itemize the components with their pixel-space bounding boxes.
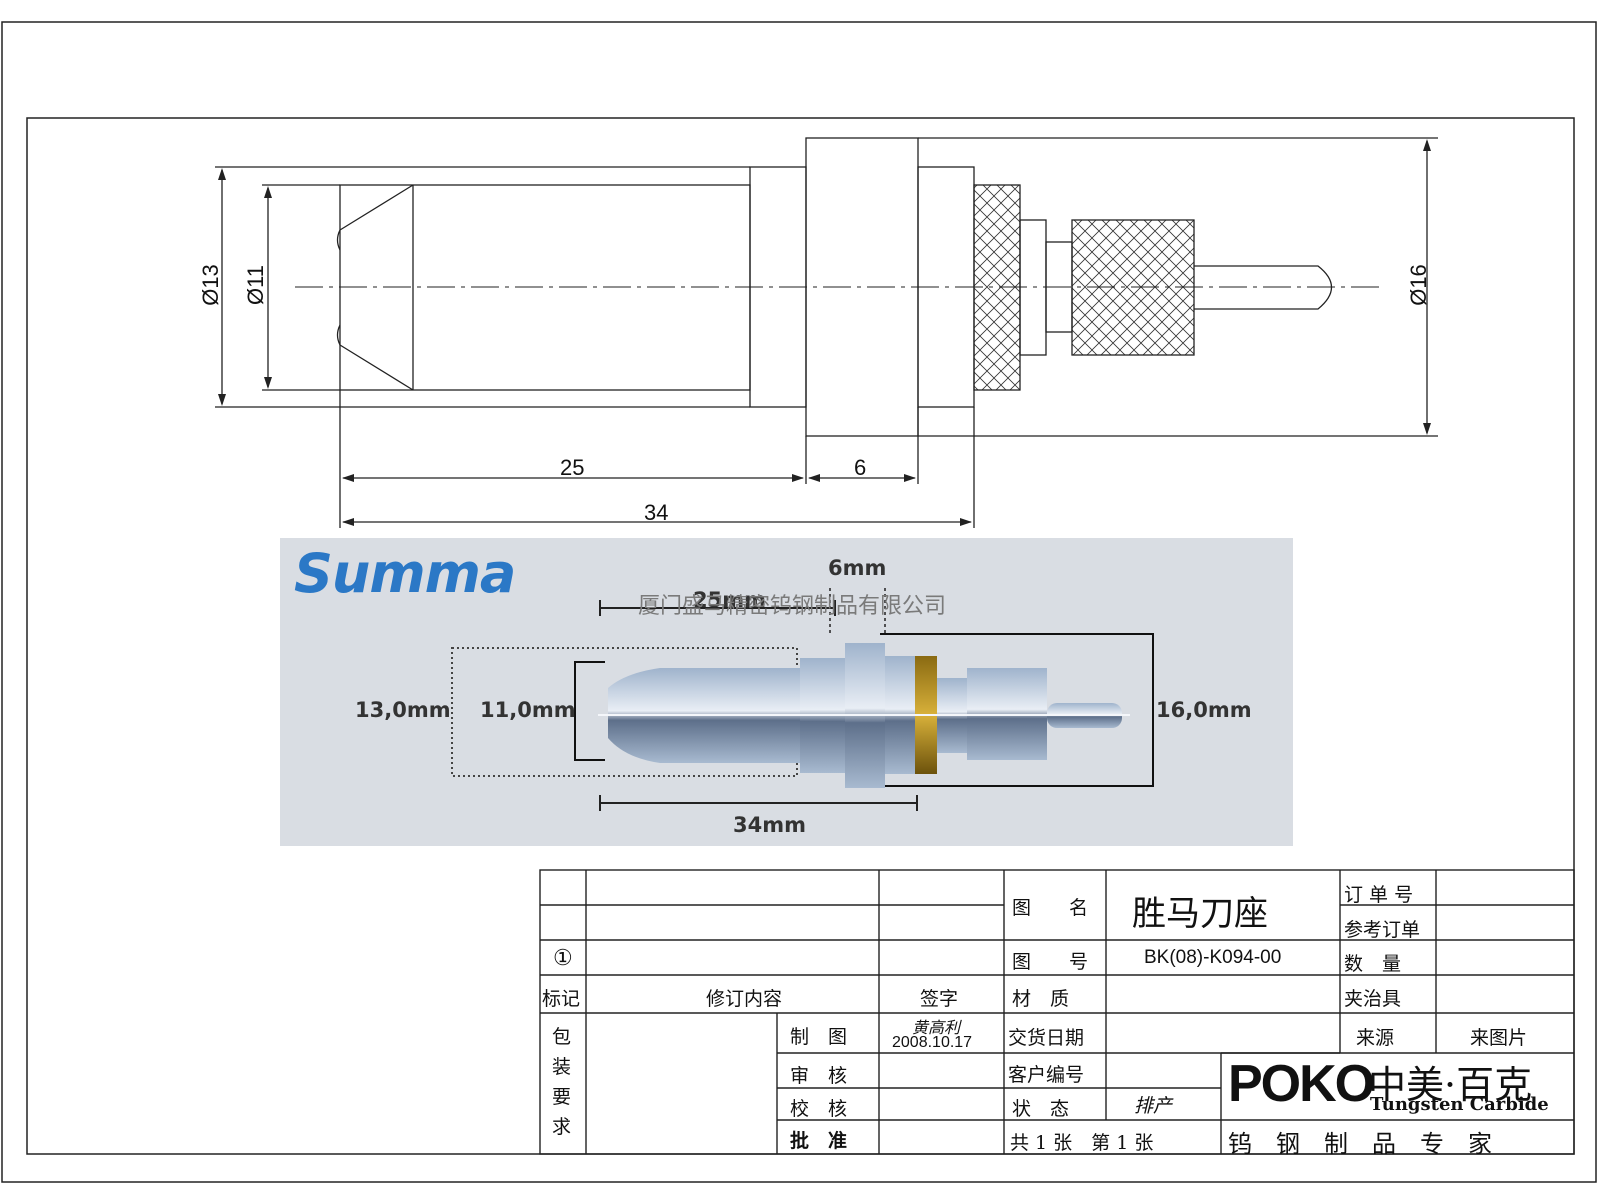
label-signature: 签字 xyxy=(920,988,959,1010)
label-source: 来源 xyxy=(1356,1027,1395,1049)
label-packaging-4: 求 xyxy=(552,1116,572,1138)
dimension-length-6: 6 xyxy=(854,455,867,480)
photo-label-6mm: 6mm xyxy=(828,556,887,580)
label-packaging-3: 要 xyxy=(552,1086,572,1108)
photo-label-13mm: 13,0mm xyxy=(355,698,451,722)
label-review: 审 核 xyxy=(790,1065,848,1087)
label-reference-order: 参考订单 xyxy=(1344,919,1421,941)
company-watermark: 厦门盛马精密钨钢制品有限公司 xyxy=(638,593,947,618)
label-drawing-name: 图 名 xyxy=(1012,897,1089,919)
product-photo-illustration xyxy=(451,588,1154,811)
part-number: BK(08)-K094-00 xyxy=(1144,947,1282,968)
label-customer-number: 客户编号 xyxy=(1008,1064,1085,1086)
label-packaging-1: 包 xyxy=(552,1026,572,1048)
label-fixture: 夹治具 xyxy=(1344,988,1402,1010)
label-revision-content: 修订内容 xyxy=(706,988,783,1010)
part-name: 胜马刀座 xyxy=(1132,894,1268,934)
logo-english-name: Tungsten Carbide xyxy=(1370,1094,1549,1115)
label-packaging-2: 装 xyxy=(552,1056,572,1078)
label-mark: 标记 xyxy=(542,988,581,1010)
revision-mark-circle: ① xyxy=(553,946,573,971)
label-order-number: 订 单 号 xyxy=(1344,884,1414,906)
label-drawn: 制 图 xyxy=(790,1026,848,1048)
poko-logo: POKO xyxy=(1228,1055,1375,1113)
drawn-by-signature: 黄高利 xyxy=(912,1018,961,1037)
dimension-length-25: 25 xyxy=(560,455,585,480)
photo-label-16mm: 16,0mm xyxy=(1156,698,1252,722)
drawn-date: 2008.10.17 xyxy=(892,1034,973,1051)
source-value: 来图片 xyxy=(1470,1027,1528,1049)
photo-label-34mm: 34mm xyxy=(733,813,806,837)
photo-label-11mm: 11,0mm xyxy=(480,698,576,722)
label-check: 校 核 xyxy=(790,1098,848,1120)
summa-logo: Summa xyxy=(294,542,516,605)
label-delivery-date: 交货日期 xyxy=(1008,1027,1085,1049)
label-material: 材 质 xyxy=(1012,988,1070,1010)
label-approve: 批 准 xyxy=(790,1130,848,1152)
company-slogan: 钨 钢 制 品 专 家 xyxy=(1228,1130,1492,1158)
reference-photo: Summa xyxy=(280,538,1293,846)
label-status: 状 态 xyxy=(1012,1098,1070,1120)
photo-label-25mm: 25mm xyxy=(693,588,766,612)
label-quantity: 数 量 xyxy=(1344,953,1402,975)
label-drawing-number: 图 号 xyxy=(1012,951,1089,973)
sheet-info: 共 1 张 第 1 张 xyxy=(1010,1132,1154,1154)
logo-chinese-name: 中美·百克 xyxy=(1368,1063,1533,1107)
status-value: 排产 xyxy=(1134,1095,1173,1117)
dimension-length-34: 34 xyxy=(644,500,669,525)
